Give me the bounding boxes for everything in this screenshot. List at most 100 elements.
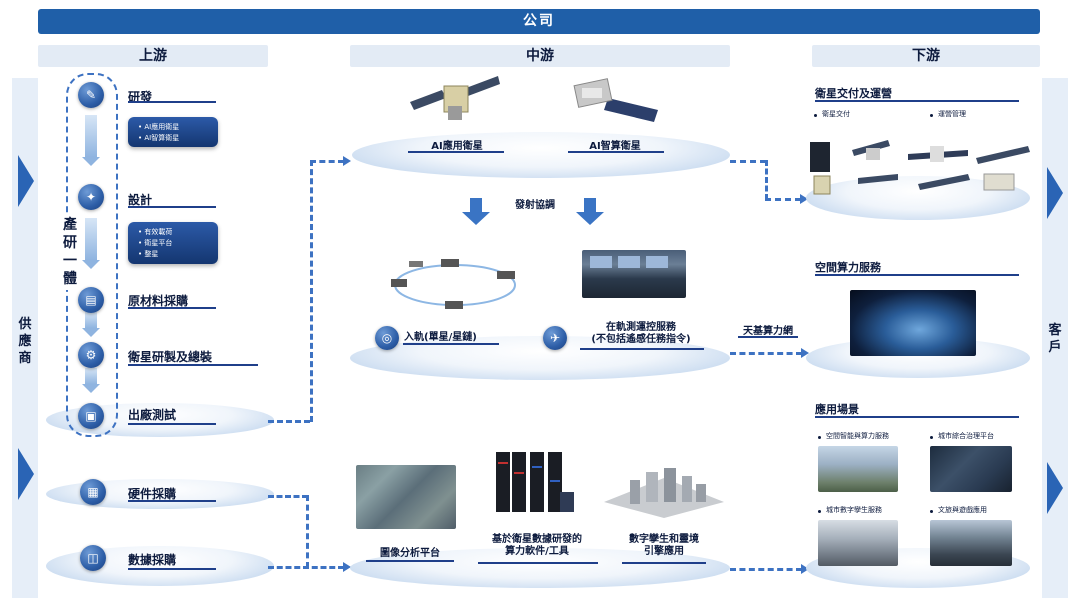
connector-hw-v bbox=[306, 495, 309, 568]
scenario-bullet-2 bbox=[930, 436, 933, 439]
ops-label-line2: (不包括遙感任務指令) bbox=[591, 334, 691, 345]
launch-coordination-label: 發射協調 bbox=[515, 200, 555, 211]
scenario-bullet-3 bbox=[818, 510, 821, 513]
underline-software bbox=[478, 562, 598, 564]
connector-test-arrow-icon bbox=[343, 156, 351, 166]
connector-apps-h bbox=[730, 568, 802, 571]
applications-disc bbox=[350, 548, 730, 588]
underline-imaging bbox=[366, 560, 454, 562]
underline-scenarios bbox=[815, 416, 1019, 418]
scenario-photo-2 bbox=[930, 446, 1012, 492]
scenario-bullet-4 bbox=[930, 510, 933, 513]
twin-label-line2: 引擎應用 bbox=[644, 546, 684, 557]
customer-label: 客戶 bbox=[1048, 323, 1062, 355]
connector-hw-h bbox=[268, 495, 308, 498]
ai-computing-satellite-image bbox=[573, 78, 658, 122]
supplier-arrow-bottom-icon bbox=[18, 448, 34, 500]
scenario-photo-4 bbox=[930, 520, 1012, 566]
assembly-icon: ⚙ bbox=[78, 342, 104, 368]
flow-arrowhead-4-icon bbox=[82, 384, 100, 393]
ai-computing-satellite-label: AI智算衛星 bbox=[589, 141, 641, 152]
delivery-bullet-2 bbox=[930, 114, 933, 117]
scenario-photo-1 bbox=[818, 446, 898, 492]
earth-network-image bbox=[850, 290, 976, 356]
underline-ai-comp bbox=[568, 151, 664, 153]
hardware-icon: ▦ bbox=[80, 479, 106, 505]
server-racks-image bbox=[496, 452, 574, 512]
connector-apps-arrow-icon bbox=[801, 564, 809, 574]
midstream-header: 中游 bbox=[350, 45, 730, 67]
flow-arrow-1 bbox=[85, 115, 97, 157]
connector-sat-arrow-icon bbox=[800, 194, 808, 204]
underline-hardware bbox=[128, 500, 216, 502]
orbit-label: 入軌(單星/星鏈) bbox=[404, 332, 477, 343]
satellites-disc bbox=[352, 132, 730, 178]
ai-application-satellite-label: AI應用衛星 bbox=[431, 141, 483, 152]
software-label: 基於衛星數據研發的 算力軟件/工具 bbox=[478, 534, 596, 558]
connector-data-h bbox=[268, 566, 344, 569]
connector-test-v bbox=[310, 160, 313, 422]
connector-sat-h bbox=[730, 160, 766, 163]
step-design: 設計 bbox=[128, 193, 153, 207]
underline-compute bbox=[815, 274, 1019, 276]
downstream-header: 下游 bbox=[812, 45, 1040, 67]
factory-test-icon: ▣ bbox=[78, 403, 104, 429]
supplier-arrow-top-icon bbox=[18, 155, 34, 207]
supplier-label: 供應商 bbox=[18, 317, 32, 366]
delivery-bullet-1 bbox=[814, 114, 817, 117]
launch-arrowhead-right-icon bbox=[576, 212, 604, 225]
research-icon: ✎ bbox=[78, 82, 104, 108]
software-label-line2: 算力軟件/工具 bbox=[505, 546, 569, 557]
customer-arrow-top-icon bbox=[1047, 167, 1063, 219]
underline-delivery bbox=[815, 100, 1019, 102]
ops-label: 在軌測運控服務 (不包括遙感任務指令) bbox=[578, 322, 704, 346]
delivery-title: 衛星交付及運營 bbox=[815, 87, 892, 100]
step-assembly: 衛星研製及總裝 bbox=[128, 350, 213, 364]
scenario-label-3: 城市數字孿生服務 bbox=[826, 506, 882, 514]
company-bar: 公司 bbox=[38, 9, 1040, 34]
delivery-item-2: 運營管理 bbox=[938, 110, 966, 118]
connector-test-h bbox=[268, 420, 310, 423]
step-research: 研發 bbox=[128, 90, 153, 104]
scenario-label-4: 文旅與遊戲應用 bbox=[938, 506, 987, 514]
underline-assembly bbox=[128, 364, 258, 366]
rd-integration-label: 產研一體 bbox=[58, 214, 82, 290]
orbit-icon: ◎ bbox=[375, 326, 399, 350]
ops-label-line1: 在軌測運控服務 bbox=[606, 322, 676, 333]
launch-arrow-left bbox=[470, 198, 482, 212]
launch-arrow-right bbox=[584, 198, 596, 212]
connector-network-arrow-icon bbox=[801, 348, 809, 358]
launch-arrowhead-left-icon bbox=[462, 212, 490, 225]
rd-detail-box: • AI應用衛星 • AI智算衛星 bbox=[128, 117, 218, 147]
satellite-ops-icon: ✈ bbox=[543, 326, 567, 350]
scenario-photo-3 bbox=[818, 520, 898, 566]
connector-sat-v bbox=[765, 160, 768, 200]
compute-title: 空間算力服務 bbox=[815, 261, 881, 274]
underline-data bbox=[128, 568, 216, 570]
scenario-label-1: 空間智能與算力服務 bbox=[826, 432, 889, 440]
twin-label: 數字孿生和靈境 引擎應用 bbox=[612, 534, 716, 558]
connector-sat-h2 bbox=[765, 198, 801, 201]
scenario-bullet-1 bbox=[818, 436, 821, 439]
scenarios-title: 應用場景 bbox=[815, 403, 859, 416]
control-center-photo bbox=[582, 250, 686, 298]
software-label-line1: 基於衛星數據研發的 bbox=[492, 534, 582, 545]
step-hardware: 硬件採購 bbox=[128, 487, 177, 501]
step-data: 數據採購 bbox=[128, 553, 177, 567]
connector-network-h bbox=[730, 352, 802, 355]
satellite-lineup-image bbox=[810, 140, 1030, 195]
flow-arrow-4 bbox=[85, 368, 97, 384]
underline-network bbox=[738, 336, 798, 338]
step-factory-test: 出廠測試 bbox=[128, 408, 177, 422]
connector-data-arrow-icon bbox=[343, 562, 351, 572]
flow-arrowhead-2-icon bbox=[82, 260, 100, 269]
upstream-header: 上游 bbox=[38, 45, 268, 67]
ai-application-satellite-image bbox=[410, 76, 500, 120]
flow-arrow-2 bbox=[85, 218, 97, 260]
step-materials: 原材料採購 bbox=[128, 294, 189, 308]
flow-arrowhead-3-icon bbox=[82, 328, 100, 337]
underline-design bbox=[128, 206, 216, 208]
underline-ai-app bbox=[408, 151, 504, 153]
design-detail-box: • 有效載荷 • 衛星平台 • 整星 bbox=[128, 222, 218, 264]
twin-label-line1: 數字孿生和靈境 bbox=[629, 534, 699, 545]
